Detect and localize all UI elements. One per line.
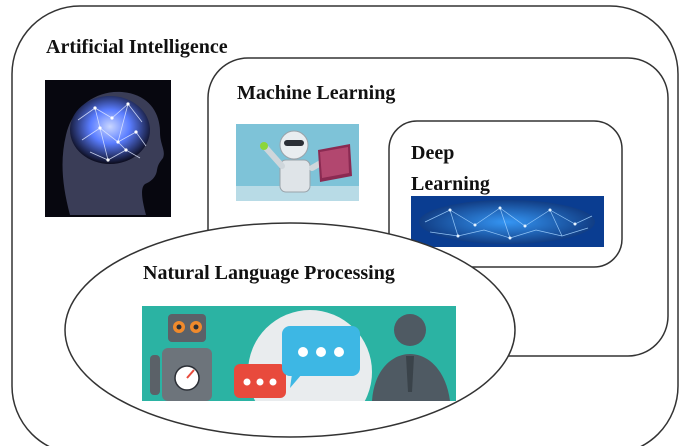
dl-network-image [411,196,604,247]
ai-label: Artificial Intelligence [46,36,228,58]
ai-brain-image [45,80,171,217]
dl-label-line2: Learning [411,173,490,195]
ml-robot-image [236,124,359,201]
ml-label: Machine Learning [237,82,396,104]
nlp-label: Natural Language Processing [143,262,395,284]
dl-label-line1: Deep [411,142,455,164]
nlp-chat-image [142,306,456,401]
